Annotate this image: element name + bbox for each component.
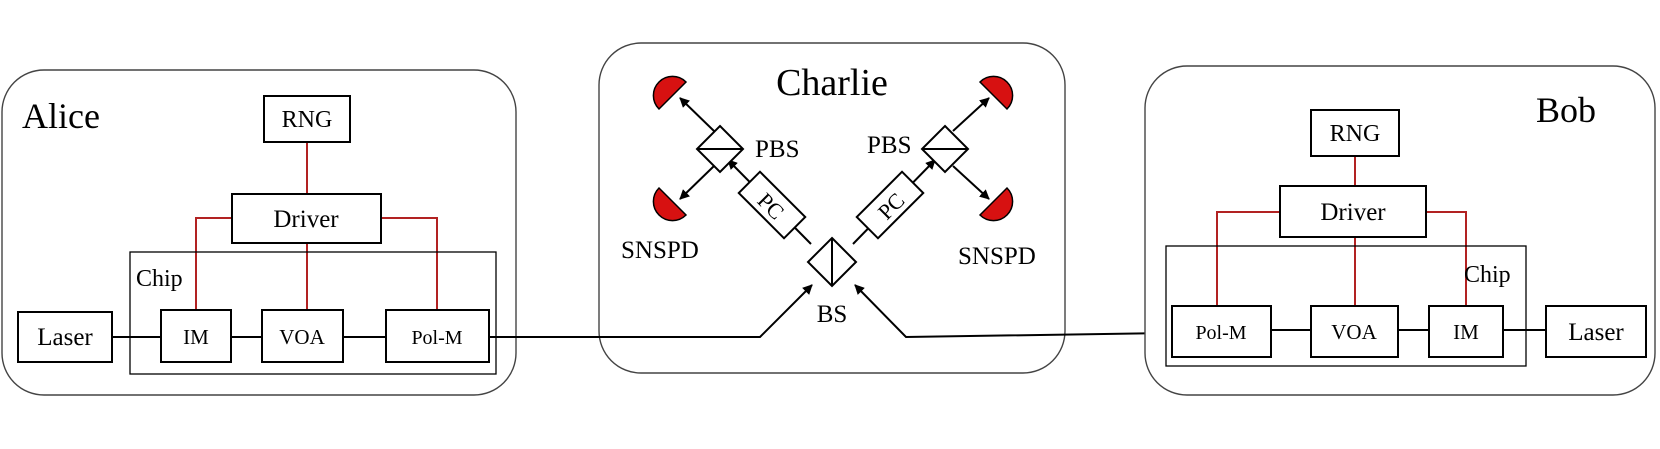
alice-driver-label: Driver [273,206,339,233]
alice-title: Alice [22,96,100,136]
bob-title: Bob [1536,90,1596,130]
alice-im-box [160,309,232,363]
bob-rng-box [1310,109,1400,157]
pbs-right-up-arrow [952,97,990,132]
alice-chip-label: Chip [136,266,183,292]
alice-im-label: IM [183,325,209,349]
charlie-frame [598,42,1066,374]
alice-laser-box [17,311,113,363]
pc-left-box [737,170,807,240]
bob-im-label: IM [1453,320,1479,344]
bob-driver-polm-line [1216,211,1280,306]
snspd-left-label: SNSPD [621,237,699,264]
bob-voa-box [1310,305,1399,358]
bs-label: BS [817,301,848,328]
bob-to-bs-fiber [854,284,1169,339]
alice-chip [129,251,497,375]
bob-laser-label: Laser [1568,319,1624,346]
bob-chip-label: Chip [1464,262,1511,288]
alice-voa-box [261,309,344,363]
bob-polm-label: Pol-M [1195,322,1246,344]
alice-panel: Alice Chip RNG Driver Laser IM VOA Pol-M [1,69,517,396]
pbs-left-down-arrow [679,165,715,200]
alice-driver-polm-line [381,217,438,310]
alice-voa-label: VOA [279,325,325,349]
alice-rng-box [263,95,351,143]
charlie-title: Charlie [776,62,888,104]
pc-right-box [855,170,925,240]
snspd-right-label: SNSPD [958,243,1036,270]
detector-right-bottom-icon [978,186,1014,222]
pbs-left-label: PBS [755,136,799,163]
bob-panel: Bob Chip RNG Driver Pol-M VOA IM Laser [1144,65,1656,396]
alice-to-bs-fiber [489,284,813,338]
detector-left-top-icon [652,75,688,111]
bob-chip [1165,245,1527,367]
bob-driver-box [1279,185,1427,238]
bob-im-box [1428,305,1504,358]
alice-rng-label: RNG [282,107,333,133]
bob-laser-box [1545,305,1647,358]
charlie-panel: Charlie BS PBS PBS PC PC [489,42,1169,374]
bob-rng-label: RNG [1330,121,1381,147]
detector-left-bottom-icon [652,186,688,222]
alice-laser-label: Laser [37,324,93,351]
alice-polm-label: Pol-M [411,327,462,349]
alice-driver-box [231,193,382,244]
bob-driver-im-line [1426,211,1467,306]
pbs-right-label: PBS [867,132,911,159]
pc-left: PC [737,170,807,240]
bob-polm-box [1171,305,1272,358]
alice-driver-im-line [195,217,232,310]
bob-voa-label: VOA [1331,320,1377,344]
pbs-right-down-arrow [952,165,990,200]
bob-driver-label: Driver [1320,199,1386,226]
pbs-left-up-arrow [679,97,715,132]
detector-right-top-icon [978,75,1014,111]
